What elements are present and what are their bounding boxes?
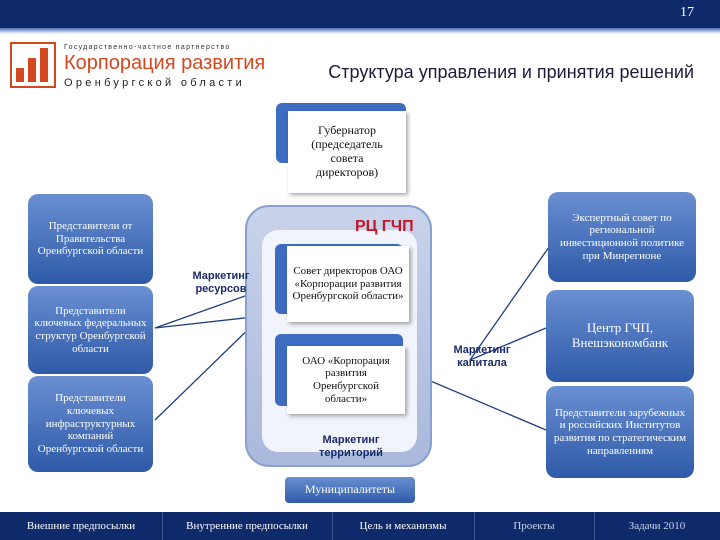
right-box-foreign-institutes: Представители зарубежных и российских Ин… [546,386,694,478]
left-box-infrastructure: Представители ключевых инфраструктурных … [28,376,153,472]
nav-item-internal[interactable]: Внутренние предпосылки [162,512,333,540]
right-box-expert-council: Экспертный совет по региональной инвести… [548,192,696,282]
logo-tagline: Государственно-частное партнерство [64,44,231,51]
board-box: Совет директоров ОАО «Корпорации развити… [287,246,409,322]
header-shine [0,28,720,34]
rc-label: РЦ ГЧП [355,218,414,235]
corp-box: ОАО «Корпорация развития Оренбургской об… [287,346,405,414]
left-box-federal: Представители ключевых федеральных струк… [28,286,153,374]
nav-item-projects[interactable]: Проекты [474,512,595,540]
logo-region: Оренбургской области [64,77,246,89]
header-bar [0,0,720,28]
marketing-resources-label: Маркетинг ресурсов [192,270,250,296]
page-title: Структура управления и принятия решений [328,62,694,82]
right-box-ppp-center: Центр ГЧП, Внешэкономбанк [546,290,694,382]
corporation-logo-icon [10,42,56,88]
governor-box: Губернатор (председатель совета директор… [288,111,406,193]
marketing-capital-label: Маркетинг капитала [453,344,511,370]
municipalities-box: Муниципалитеты [285,477,415,503]
nav-item-external[interactable]: Внешние предпосылки [0,512,163,540]
marketing-territories-label: Маркетинг территорий [319,434,383,460]
page-number: 17 [680,5,694,20]
left-box-government: Представители от Правительства Оренбургс… [28,194,153,284]
bottom-nav: Внешние предпосылки Внутренние предпосыл… [0,512,720,540]
logo-name: Корпорация развития [64,52,266,74]
nav-item-tasks-2010[interactable]: Задачи 2010 [628,520,686,532]
nav-item-goals[interactable]: Цель и механизмы [332,512,475,540]
